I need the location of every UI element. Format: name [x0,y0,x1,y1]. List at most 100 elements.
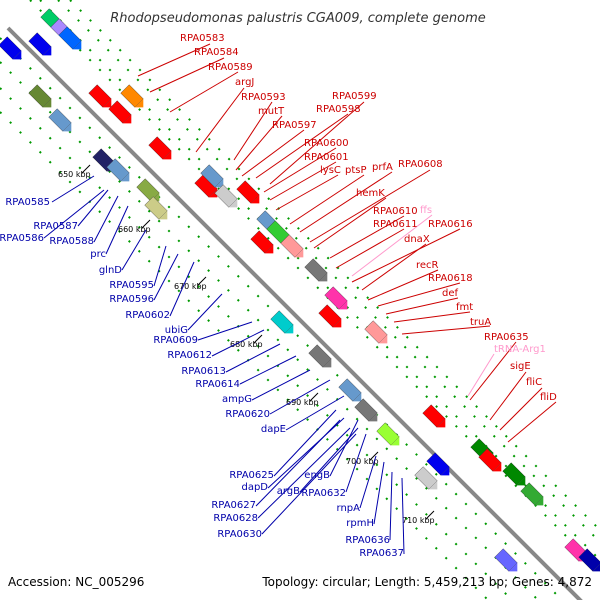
reverse-gene-leader [401,477,405,555]
forward-gene-label: RPA0616 [428,219,473,230]
reverse-gene-label: ubiG [165,325,188,336]
gene-feature [426,452,450,476]
forward-gene-leader [351,228,461,283]
rna-gene-leader [351,214,433,277]
forward-gene-label: RPA0583 [180,33,225,44]
forward-gene-leader [289,174,365,225]
gene-feature [578,548,600,572]
gene-feature [422,404,446,428]
forward-gene-leader [195,87,245,153]
reverse-gene-leader [43,189,105,239]
forward-gene-leader [313,197,387,249]
reverse-gene-leader [269,379,331,415]
kbp-tick-label: 700 kbp [346,457,379,466]
forward-gene-leader [149,57,225,93]
label-leaders-layer [43,43,557,555]
track-dots [0,87,513,600]
forward-gene-label: fmt [456,302,473,313]
kbp-tick-mark [141,219,151,229]
forward-gene-label: RPA0608 [398,159,443,170]
gene-feature [338,378,362,402]
reverse-gene-label: rnpA [337,503,361,514]
forward-gene-leader [255,113,349,179]
reverse-gene-label: RPA0637 [359,548,404,559]
forward-gene-leader [329,215,405,259]
reverse-gene-label: glnD [99,265,122,276]
forward-gene-leader [137,43,211,77]
reverse-gene-label: engB [304,470,330,481]
map-title: Rhodopseudomonas palustris CGA009, compl… [110,11,486,26]
kbp-tick-label: 650 kbp [58,170,91,179]
forward-gene-leader [377,282,461,307]
gene-feature [48,108,72,132]
reverse-gene-label: argB [277,486,300,497]
forward-gene-label: RPA0589 [208,62,253,73]
gene-feature [236,180,260,204]
reverse-gene-leader [93,195,119,243]
gene-feature [270,310,294,334]
reverse-gene-leader [389,471,393,541]
reverse-gene-label: RPA0632 [301,488,346,499]
reverse-gene-leader [239,355,297,385]
gene-feature [88,84,112,108]
forward-gene-label: RPA0597 [272,120,317,131]
kbp-tick-label: 710 kbp [402,516,435,525]
gene-feature [250,230,274,254]
forward-gene-leader [335,228,405,269]
reverse-gene-leader [359,455,377,509]
reverse-gene-leader [197,321,253,341]
kbp-tick-mark [253,334,263,344]
reverse-gene-leader [225,343,281,373]
rna-gene-label: tRNA-Arg1 [494,344,546,355]
forward-gene-leader [299,171,393,233]
gene-feature [520,482,544,506]
forward-gene-label: RPA0600 [304,138,349,149]
gene-feature [58,26,82,50]
rna-gene-leader [467,353,495,397]
forward-gene-leader [275,174,339,211]
gene-feature [308,344,332,368]
reverse-gene-leader [251,369,311,401]
reverse-gene-label: RPA0628 [213,513,258,524]
forward-gene-leader [393,311,471,323]
forward-gene-label: mutT [258,106,285,117]
reverse-gene-label: RPA0602 [125,310,170,321]
gene-feature [108,100,132,124]
reverse-gene-label: RPA0587 [33,221,78,232]
reverse-gene-leader [169,261,195,317]
forward-gene-label: def [442,288,459,299]
kbp-tick-label: 680 kbp [230,340,263,349]
forward-gene-label: sigE [510,361,531,372]
reverse-gene-label: RPA0636 [345,535,390,546]
kbp-tick-label: 670 kbp [174,282,207,291]
forward-gene-label: argJ [235,77,254,88]
gene-feature [28,32,52,56]
forward-gene-label: RPA0610 [373,206,418,217]
reverse-gene-label: dapD [241,482,268,493]
kbp-tick-mark [425,510,435,520]
reverse-gene-label: RPA0596 [109,294,154,305]
forward-gene-label: truA [470,317,491,328]
reverse-gene-leader [299,427,359,493]
kbp-tick-mark [369,451,379,461]
reverse-gene-label: RPA0614 [195,379,240,390]
reverse-gene-leader [187,293,223,331]
kbp-tick-mark [81,164,91,174]
forward-gene-label: fliD [540,392,557,403]
forward-gene-leader [269,161,337,201]
gene-feature [280,234,304,258]
forward-gene-label: RPA0593 [241,92,286,103]
reverse-gene-leader [273,409,337,477]
forward-gene-leader [401,325,491,335]
reverse-gene-label: RPA0625 [229,470,274,481]
forward-gene-leader [235,115,283,171]
reverse-gene-leader [345,433,367,493]
forward-gene-leader [499,387,543,431]
forward-gene-leader [233,101,273,161]
reverse-gene-leader [285,395,345,431]
gene-labels-layer: RPA0583RPA0584RPA0589argJRPA0593mutTRPA0… [0,33,557,559]
track-dots [0,111,489,600]
forward-gene-label: ptsP [345,165,367,176]
reverse-gene-leader [257,427,351,519]
